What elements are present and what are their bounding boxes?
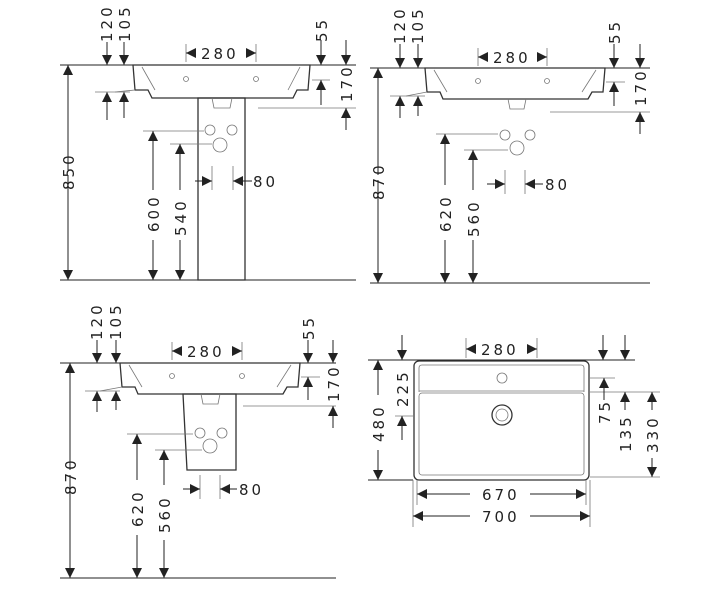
pedestal <box>197 97 246 281</box>
dim-105: 105 <box>116 4 134 42</box>
dim-600: 600 <box>145 194 163 232</box>
dim-280: 280 <box>481 341 519 359</box>
dim-620: 620 <box>129 489 147 527</box>
dim-540: 540 <box>172 198 190 236</box>
basin-outline <box>424 67 606 100</box>
dim-280: 280 <box>493 49 531 67</box>
dim-480: 480 <box>370 404 388 442</box>
dim-105: 105 <box>409 6 427 44</box>
dim-560: 560 <box>156 495 174 533</box>
dim-75: 75 <box>596 399 614 424</box>
dim-170: 170 <box>325 364 343 402</box>
top-view: 280 480 225 75 135 330 670 700 <box>368 335 662 527</box>
dim-80: 80 <box>545 176 570 194</box>
dim-170: 170 <box>632 68 650 106</box>
semi-pedestal-side-view: 870 620 560 80 280 120 105 55 170 <box>60 302 343 579</box>
dim-120: 120 <box>88 302 106 340</box>
dim-330: 330 <box>644 415 662 453</box>
dim-670: 670 <box>482 486 520 504</box>
dim-80: 80 <box>239 481 264 499</box>
dim-120: 120 <box>391 6 409 44</box>
dim-225: 225 <box>394 369 412 407</box>
semi-pedestal <box>182 393 237 471</box>
dim-120: 120 <box>98 4 116 42</box>
dim-620: 620 <box>437 194 455 232</box>
dim-850: 850 <box>60 152 78 190</box>
dim-280: 280 <box>201 45 239 63</box>
dim-55: 55 <box>313 17 331 42</box>
dim-80: 80 <box>253 173 278 191</box>
wall-hung-side-view: 870 620 560 80 280 120 105 55 170 <box>370 6 650 284</box>
dim-560: 560 <box>465 199 483 237</box>
dim-870: 870 <box>62 457 80 495</box>
tap-hole <box>496 372 508 384</box>
dim-700: 700 <box>482 508 520 526</box>
dim-135: 135 <box>617 414 635 452</box>
dim-170: 170 <box>338 64 356 102</box>
basin-outline <box>119 362 301 395</box>
basin-outline <box>413 360 590 481</box>
drain <box>491 404 513 426</box>
pedestal-side-view: 850 600 540 80 280 120 105 55 170 <box>60 4 356 281</box>
dim-280: 280 <box>187 343 225 361</box>
dim-55: 55 <box>606 19 624 44</box>
dim-55: 55 <box>300 315 318 340</box>
dim-870: 870 <box>370 162 388 200</box>
dim-105: 105 <box>107 302 125 340</box>
basin-outline <box>132 64 311 99</box>
